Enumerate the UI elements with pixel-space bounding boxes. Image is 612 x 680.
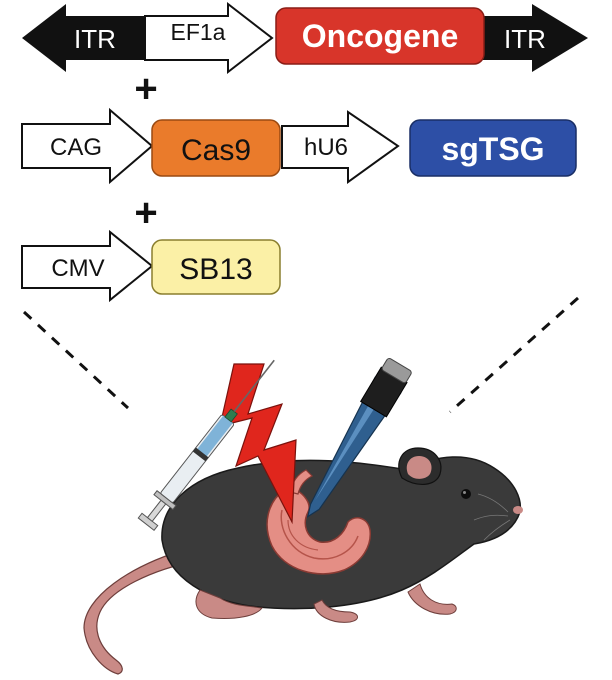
plus-sign-2: + [134,191,157,235]
itr-right-arrow [460,4,588,72]
plus-sign-1: + [134,67,157,111]
mouse-nose [513,506,523,514]
ef1a-label: EF1a [171,19,226,45]
cag-label: CAG [50,134,102,161]
itr-right-label: ITR [504,24,546,54]
cas9-label: Cas9 [181,134,251,167]
sgtsg-box [409,119,577,177]
syringe-stopper [192,447,209,462]
oncogene-label: Oncogene [302,18,458,54]
syringe-liquid [196,415,233,457]
electrode-cap [381,357,412,384]
electrode-highlight [315,384,387,501]
sb13-box [151,239,281,295]
mouse-eye [461,489,471,499]
mouse-icon [83,447,523,675]
mouse-front-paw [407,583,457,615]
syringe-icon [137,359,275,532]
itr-left-arrow [22,4,148,72]
mouse-ear-inner [406,456,432,479]
oncogene-box [275,7,485,65]
cmv-label: CMV [51,255,104,282]
construct-3: CMV SB13 [21,229,281,303]
mouse-mid-paw [313,599,358,623]
construct-1: ITR EF1a ITR Oncogene [22,1,588,75]
dashed-line-right [449,296,579,414]
mouse-eye-highlight [463,491,466,494]
construct-2: CAG Cas9 hU6 sgTSG [21,107,577,185]
mouse-hind-paw [195,589,263,619]
stomach-folds [280,509,359,560]
ef1a-promoter-arrow [144,1,274,75]
hu6-label: hU6 [304,134,348,161]
syringe-plunger-rod [146,499,167,522]
sb13-label: SB13 [179,253,252,286]
cmv-promoter-arrow [21,229,154,303]
hu6-promoter-arrow [281,110,400,184]
mouse-whiskers [473,493,511,541]
dashed-line-left [22,310,130,410]
forceps-electrode-icon [306,357,412,518]
syringe-needle [233,359,275,412]
sgtsg-label: sgTSG [441,131,544,167]
cag-promoter-arrow [21,107,154,185]
lightning-bolt-icon [219,363,297,525]
cas9-box [151,119,281,177]
stomach-fold-inner [287,519,319,551]
itr-left-label: ITR [74,24,116,54]
mouse-body [161,456,522,610]
